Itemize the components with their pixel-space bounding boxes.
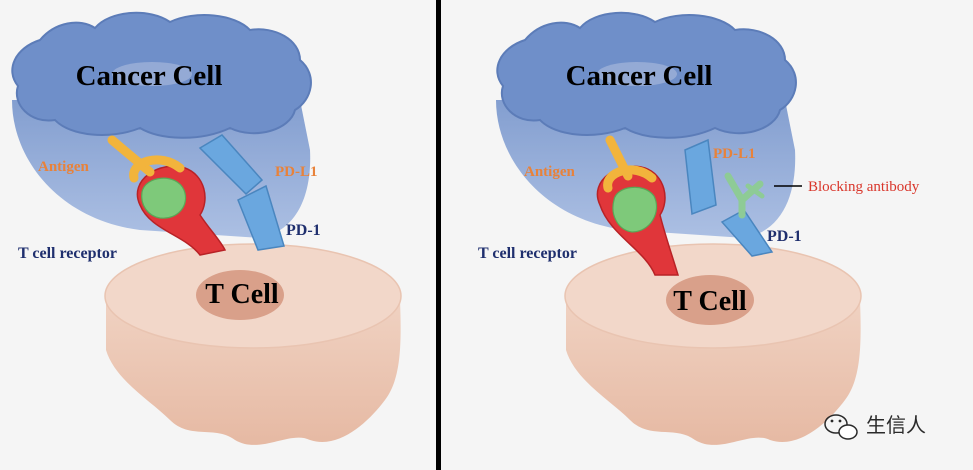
left-t-cell-label: T Cell [205,279,279,310]
right-pd-l1-label: PD-L1 [713,146,756,162]
right-t-cell-label: T Cell [673,286,747,317]
right-pd-l1-shape [684,138,717,216]
left-antigen-shape [107,135,185,183]
watermark: 生信人 [824,413,926,440]
left-pd-1-label: PD-1 [286,222,321,239]
left-t-cell [104,243,402,445]
left-pd-l1-label: PD-L1 [275,164,318,180]
left-pd-l1-shape [198,134,264,196]
left-t-cell-receptor-label: T cell receptor [18,245,117,262]
right-pd-1-label: PD-1 [767,228,802,245]
blocking-antibody-label: Blocking antibody [808,179,920,195]
left-panel: Cancer Cell T Cell Antigen PD-L1 PD-1 T … [11,11,402,445]
right-t-cell [564,243,862,445]
right-pd-1-shape [720,209,774,257]
right-antigen-shape [603,135,657,193]
right-t-cell-receptor-label: T cell receptor [478,245,577,262]
left-pd-1-shape [237,184,285,251]
left-cancer-cell-label: Cancer Cell [76,60,223,92]
right-panel: Cancer Cell T Cell Antigen PD-L1 PD-1 T … [478,11,920,445]
right-cancer-cell-label: Cancer Cell [566,60,713,92]
left-antigen-label: Antigen [38,159,89,175]
wechat-icon [824,414,858,440]
left-mhc-shape [141,177,187,219]
right-mhc-shape [612,186,658,233]
watermark-text: 生信人 [866,413,926,437]
right-antigen-label: Antigen [524,164,575,180]
panel-divider [436,0,441,470]
blocking-antibody-shape [724,172,765,219]
